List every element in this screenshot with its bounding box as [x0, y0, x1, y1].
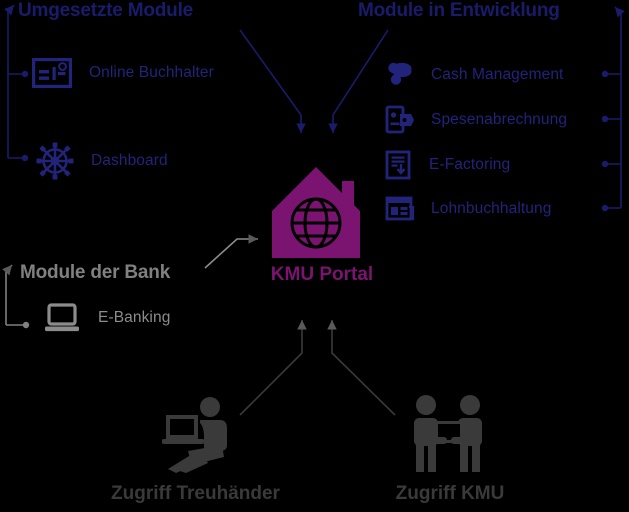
- laptop-icon: [44, 303, 80, 333]
- module-item-online-buchhalter[interactable]: Online Buchhalter: [32, 58, 214, 88]
- arrow-bank-to-portal: [204, 234, 258, 269]
- payroll-calendar-icon: [385, 195, 415, 223]
- bracket-development: [601, 6, 625, 212]
- arrow-development-to-portal: [328, 29, 389, 133]
- actor-treuhaender-icon[interactable]: [160, 393, 238, 473]
- group-title-implemented: Umgesetzte Module: [18, 0, 194, 21]
- kmu-portal-label: KMU Portal: [270, 264, 374, 285]
- arrow-implemented-to-portal: [239, 29, 306, 133]
- coins-icon: [385, 60, 415, 90]
- ships-wheel-icon: [35, 141, 75, 181]
- module-label: E-Banking: [98, 309, 171, 326]
- module-item-spesenabrechnung[interactable]: Spesenabrechnung: [385, 105, 567, 135]
- actor-label-treuhaender: Zugriff Treuhänder: [111, 483, 280, 504]
- actor-label-kmu: Zugriff KMU: [395, 483, 505, 504]
- bracket-implemented: [4, 4, 29, 162]
- ledger-card-icon: [32, 58, 72, 88]
- arrow-treuhaender-to-portal: [239, 320, 307, 416]
- module-item-e-factoring[interactable]: E-Factoring: [385, 150, 510, 180]
- receipt-tag-icon: [385, 105, 415, 135]
- module-label: Dashboard: [91, 152, 168, 169]
- module-item-lohnbuchhaltung[interactable]: Lohnbuchhaltung: [385, 195, 551, 223]
- arrow-kmu-to-portal: [327, 320, 396, 416]
- group-title-bank: Module der Bank: [20, 262, 171, 283]
- module-item-dashboard[interactable]: Dashboard: [35, 141, 168, 181]
- module-label: Cash Management: [431, 66, 564, 83]
- invoice-document-icon: [385, 150, 413, 180]
- group-title-development: Module in Entwicklung: [358, 0, 560, 21]
- module-label: Lohnbuchhaltung: [431, 200, 552, 217]
- module-label: Spesenabrechnung: [431, 111, 568, 128]
- module-label: Online Buchhalter: [89, 64, 214, 81]
- module-item-e-banking[interactable]: E-Banking: [44, 303, 170, 333]
- actor-kmu-icon[interactable]: [405, 393, 491, 473]
- module-label: E-Factoring: [429, 156, 511, 173]
- kmu-portal-icon[interactable]: [270, 165, 362, 260]
- module-item-cash-management[interactable]: Cash Management: [385, 60, 563, 90]
